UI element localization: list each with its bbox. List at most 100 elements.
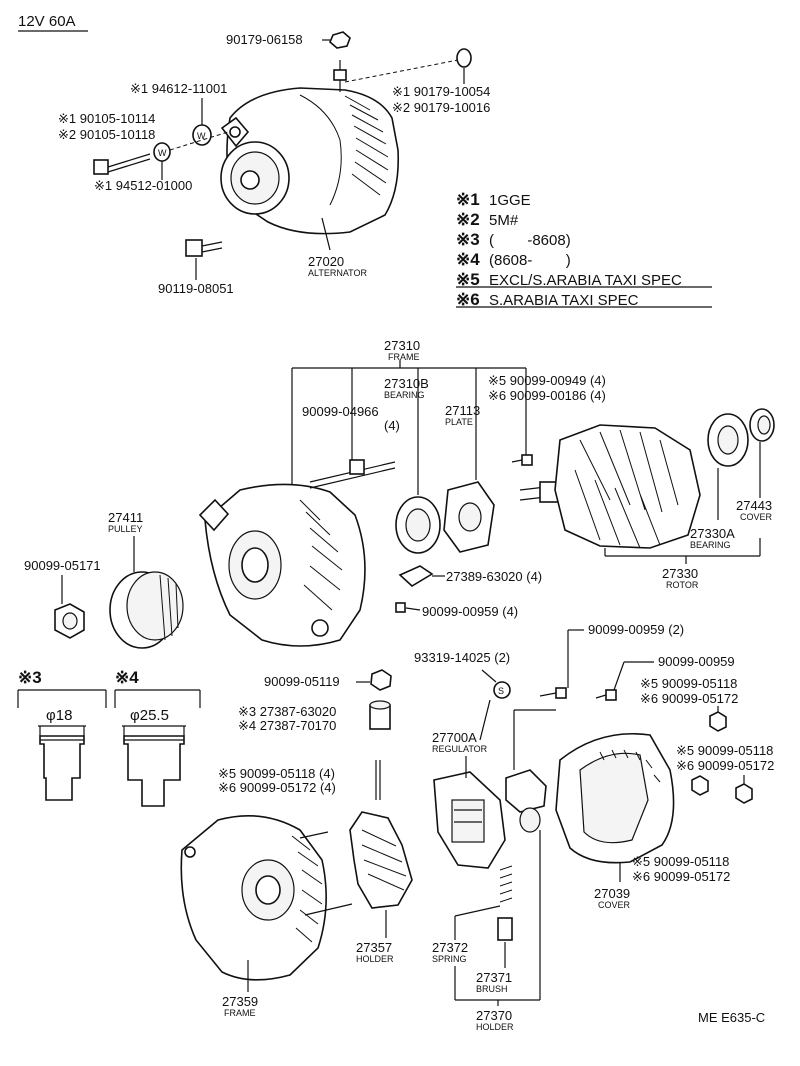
part-label: 90099-00959 (2) [588,622,684,637]
part-caption: COVER [740,512,773,522]
rear-frame-drawing [180,815,353,981]
part-number: 27443 [736,498,772,513]
part-caption: BEARING [384,390,425,400]
part-label: ※5 90099-05118 [676,743,773,758]
note-text: EXCL/S.ARABIA TAXI SPEC [489,272,682,289]
part-number: 27700A [432,730,477,745]
part-caption: REGULATOR [432,744,488,754]
part-caption: BEARING [690,540,731,550]
part-label: ※5 90099-05118 [632,854,729,869]
note-mark: ※3 [18,668,42,687]
part-label: 93319-14025 (2) [414,650,510,665]
header-title: 12V 60A [18,13,76,30]
part-number: 27357 [356,940,392,955]
part-number: 27359 [222,994,258,1009]
note-mark: ※4 [115,668,139,687]
part-label: 90099-00959 (4) [422,604,518,619]
part-number: 27330A [690,526,735,541]
part-label: ※1 90105-10114 [58,111,155,126]
nut-icon [370,669,392,691]
pulley-nut-icon [54,603,85,639]
part-label: 90099-00959 [658,654,735,669]
part-label: ※5 90099-00949 (4) [488,373,606,388]
pulley-icon [109,571,184,649]
note-text: ( -8608) [489,232,571,249]
note-mark: ※3 [456,230,480,249]
bushing-size-4: ※4 φ25.5 [114,668,201,807]
nut-icon [691,775,709,796]
note-mark: ※2 [456,210,480,229]
part-label: ※2 90105-10118 [58,127,155,142]
part-label: 90179-06158 [226,32,303,47]
svg-text:S: S [498,686,504,696]
part-number: 27020 [308,254,344,269]
terminal-insulator-icon: S [493,681,511,699]
part-label: 90099-04966 [302,404,379,419]
part-label: 90099-05119 [264,674,340,689]
note-mark: ※6 [456,290,480,309]
washer-icon: W [192,124,212,146]
part-label: ※6 90099-05172 (4) [218,780,336,795]
part-caption: ALTERNATOR [308,268,368,278]
part-label: ※6 90099-05172 [632,869,730,884]
part-label: ※1 90179-10054 [392,84,490,99]
dimension-label: φ25.5 [130,707,169,724]
screw-icon [395,602,406,613]
part-label: 27389-63020 (4) [446,569,542,584]
brush-icon [497,917,513,941]
note-text: 5M# [489,212,519,229]
svg-text:W: W [197,131,206,141]
top-nut-icon [329,31,351,49]
part-label: ※2 90179-10016 [392,100,490,115]
rectifier-holder-drawing [349,760,413,909]
part-label: ※4 27387-70170 [238,718,336,733]
rotor-bearing-icon [707,413,749,467]
screw-icon [595,689,617,701]
note-text: 1GGE [489,192,531,209]
rotor-drawing [519,424,701,549]
screw-icon [511,454,533,466]
brush-holder-icon [505,769,547,833]
part-number: 27113 [445,403,480,418]
part-caption: HOLDER [356,954,394,964]
part-number: 27039 [594,886,630,901]
note-mark: ※1 [456,190,480,209]
regulator-drawing [433,771,506,869]
part-label: 90099-05171 [24,558,101,573]
part-label: ※3 27387-63020 [238,704,336,719]
part-label: ※6 90099-00186 (4) [488,388,606,403]
svg-text:W: W [158,148,167,158]
part-number: 27371 [476,970,512,985]
part-label: ※6 90099-05172 [640,691,738,706]
part-label: ※1 94512-01000 [94,178,192,193]
part-number: 27330 [662,566,698,581]
drawing-code: ME E635-C [698,1010,765,1025]
part-caption: PULLEY [108,524,143,534]
part-label: ※6 90099-05172 [676,758,774,773]
part-label: ※1 94612-11001 [130,81,227,96]
part-number: 27411 [108,510,143,525]
part-caption: HOLDER [476,1022,514,1032]
part-number: 27310 [384,338,420,353]
note-text: (8608- ) [489,252,571,269]
washer-icon: W [153,142,171,162]
part-label: ※5 90099-05118 (4) [218,766,335,781]
note-mark: ※5 [456,270,480,289]
part-number: 27310B [384,376,429,391]
spring-icon [499,865,513,903]
part-number: 27372 [432,940,468,955]
alternator-assembly-drawing [220,60,400,235]
part-label: 90119-08051 [158,281,234,296]
rear-cover-drawing [555,732,675,864]
plate-icon [443,481,495,553]
bushing-icon [369,700,391,730]
part-caption: COVER [598,900,631,910]
part-caption: ROTOR [666,580,699,590]
note-mark: ※4 [456,250,480,269]
insulator-icon [398,565,434,587]
part-label: ※5 90099-05118 [640,676,737,691]
part-caption: BRUSH [476,984,508,994]
drive-end-frame-drawing [198,483,366,647]
part-caption: FRAME [388,352,420,362]
